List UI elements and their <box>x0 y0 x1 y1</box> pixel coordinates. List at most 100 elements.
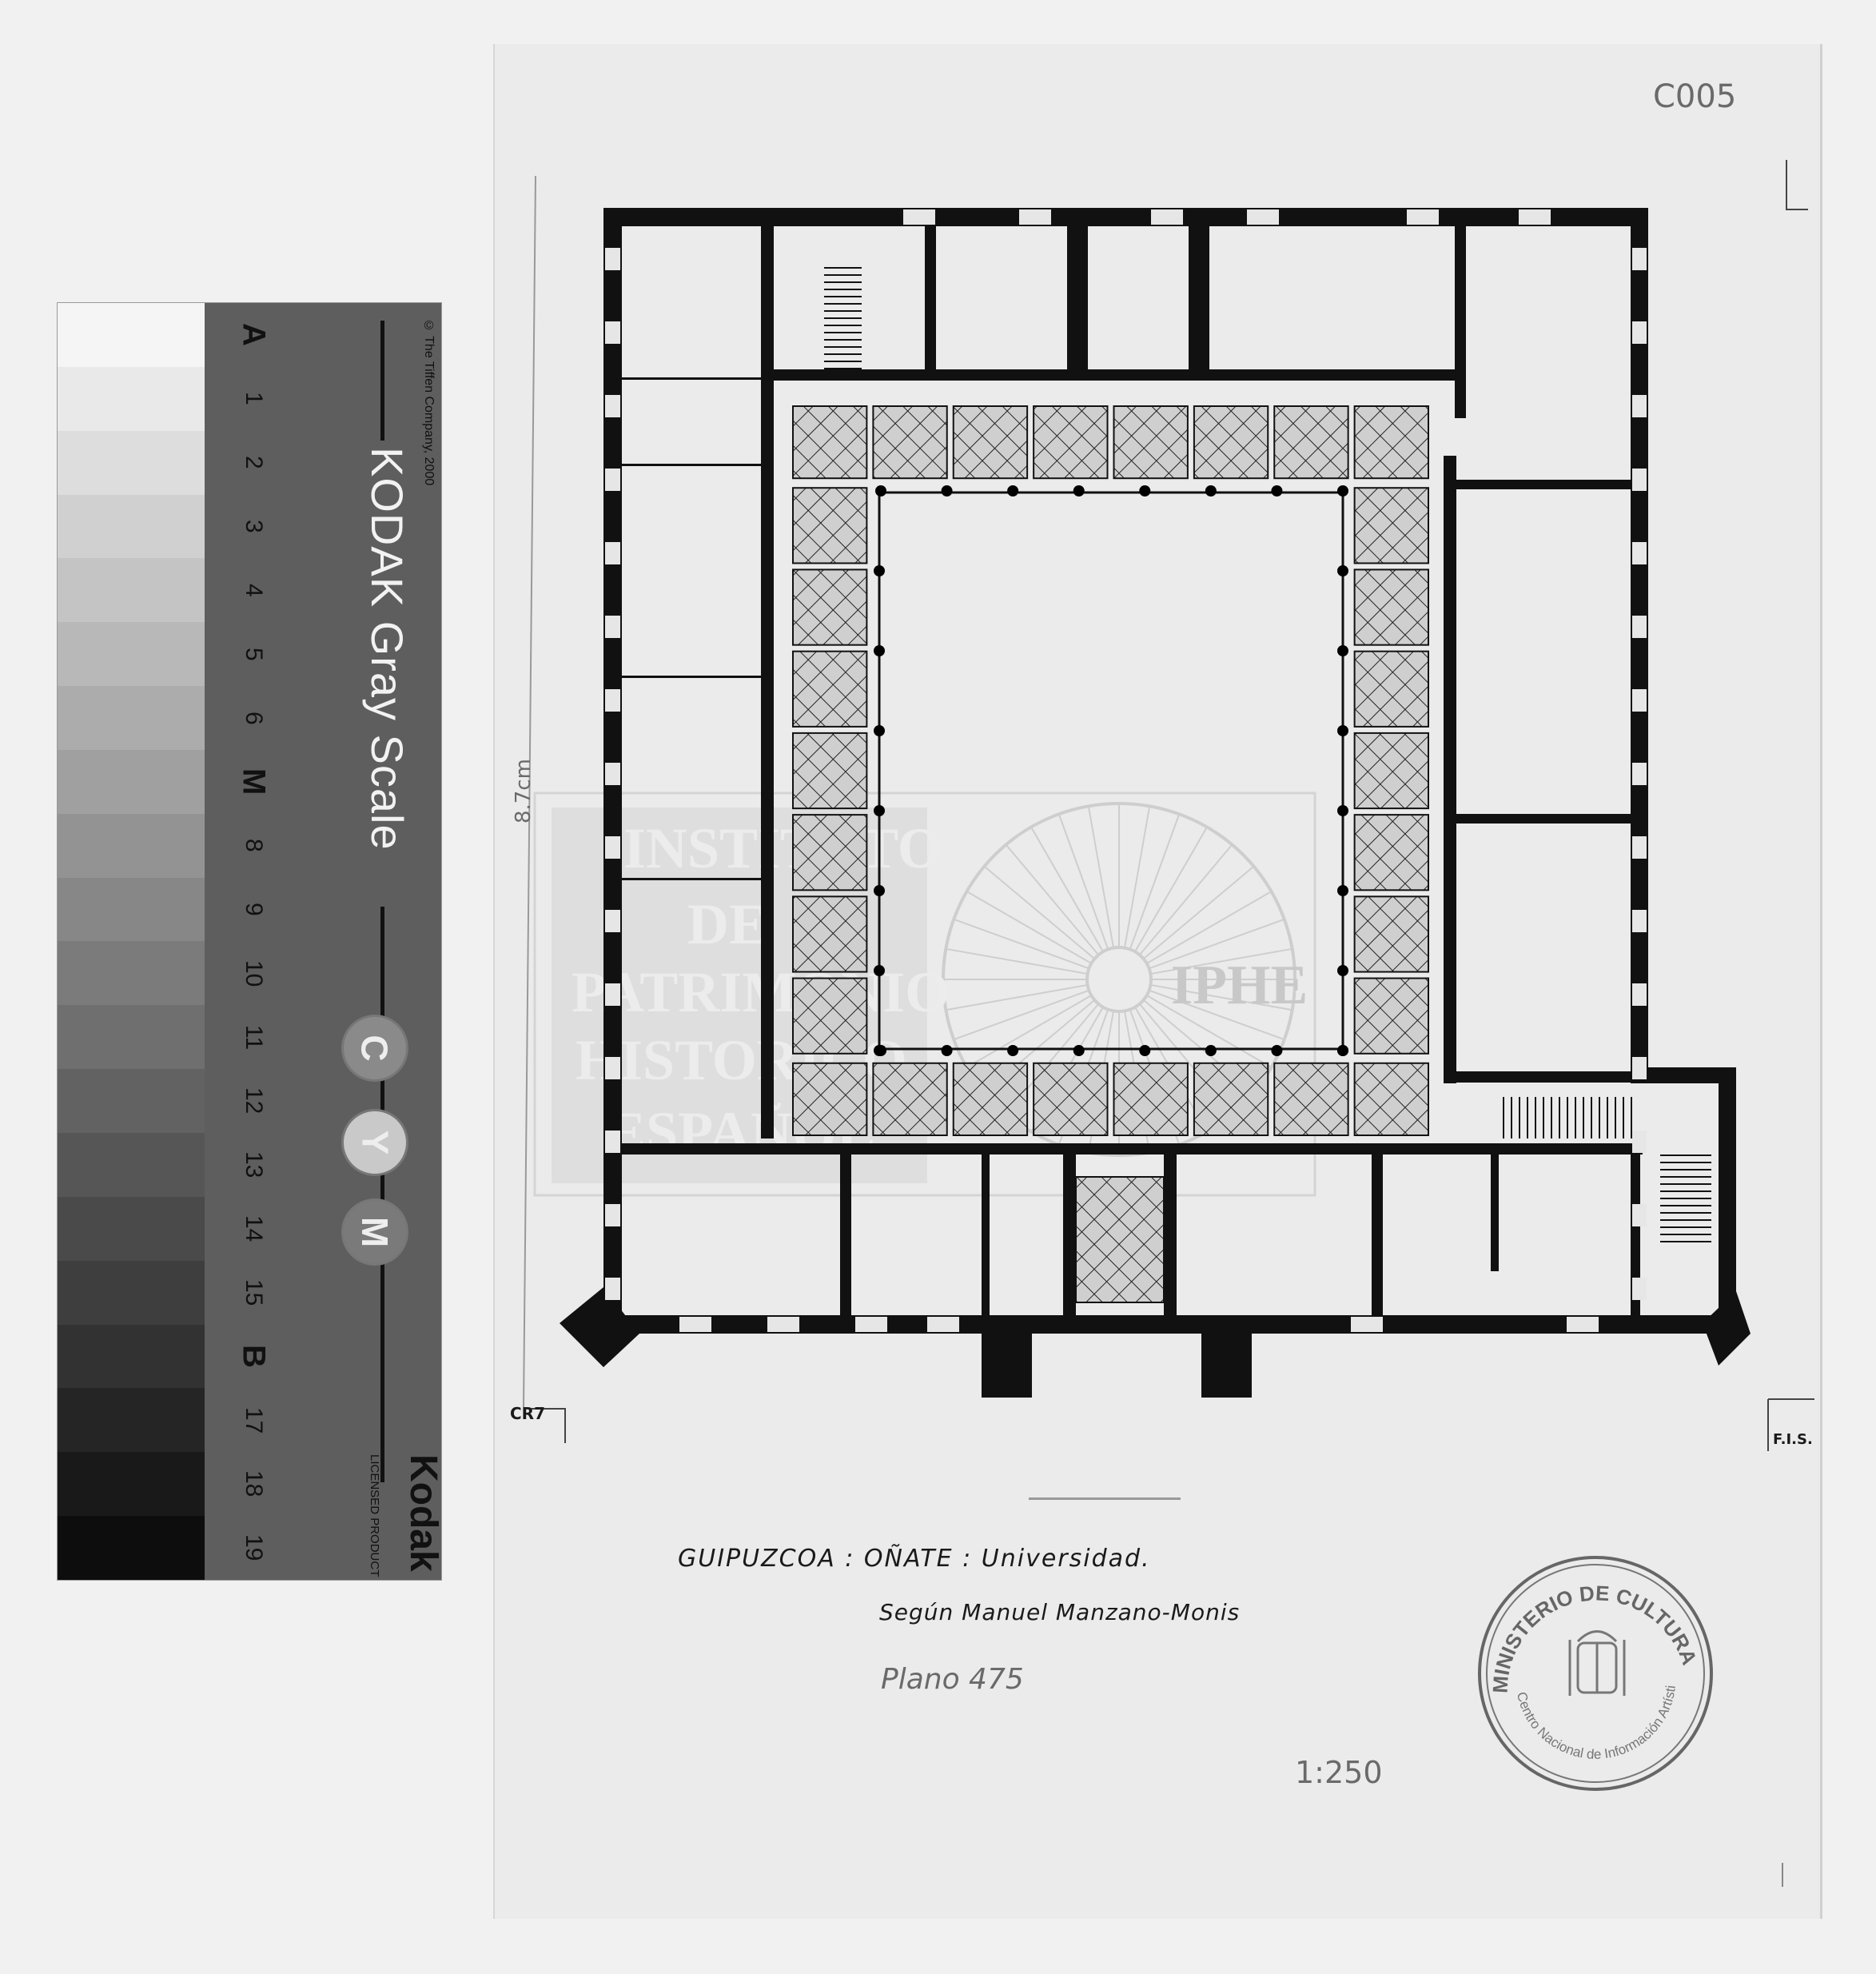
kodak-logo: Kodak <box>402 1454 444 1572</box>
entrance-vestibule <box>1075 1176 1165 1303</box>
wall <box>982 1151 990 1334</box>
divider <box>380 907 384 1482</box>
courtyard <box>878 491 1344 1051</box>
card-title: KODAK Gray Scale <box>362 447 412 851</box>
wall <box>1444 814 1631 823</box>
column <box>1337 885 1348 896</box>
svg-text:DE: DE <box>687 892 767 956</box>
arcade-bay <box>1113 1062 1189 1137</box>
gray-patch <box>58 1260 205 1325</box>
column <box>1337 805 1348 816</box>
gray-patch <box>58 1324 205 1389</box>
column <box>874 885 885 896</box>
gray-patch <box>58 686 205 750</box>
window <box>605 1204 620 1226</box>
gray-step-label: 10 <box>241 959 267 987</box>
gray-patch <box>58 877 205 942</box>
window <box>679 1317 711 1332</box>
column <box>874 645 885 656</box>
gray-patch <box>58 813 205 878</box>
gray-patch <box>58 558 205 623</box>
gray-patch <box>58 1005 205 1070</box>
window <box>605 469 620 491</box>
column <box>1337 645 1348 656</box>
wall <box>622 676 761 678</box>
window <box>605 1057 620 1079</box>
corner-mark-left: CR7 <box>510 1404 545 1423</box>
arcade-bay <box>792 487 868 564</box>
window <box>605 689 620 712</box>
window <box>1632 983 1647 1006</box>
gray-patch <box>58 622 205 687</box>
wall <box>1164 1151 1177 1334</box>
window <box>1632 1204 1647 1226</box>
corner-bastion <box>1703 1291 1751 1366</box>
gray-step-label: 13 <box>241 1151 267 1178</box>
column <box>1271 1045 1283 1056</box>
wall <box>622 464 761 466</box>
gray-patches <box>58 303 205 1580</box>
column <box>875 485 886 496</box>
column <box>874 725 885 736</box>
column <box>1073 485 1085 496</box>
gray-patch <box>58 1388 205 1453</box>
arcade-bay <box>1353 405 1429 480</box>
arcade-bay <box>1353 1062 1429 1137</box>
windows <box>605 209 1647 1332</box>
arcade-bay <box>952 1062 1029 1137</box>
column <box>1271 485 1283 496</box>
column <box>874 965 885 976</box>
wall <box>925 226 936 378</box>
window <box>767 1317 799 1332</box>
wall <box>1455 226 1466 418</box>
window <box>1567 1317 1599 1332</box>
window <box>1151 209 1183 225</box>
arcade-bay <box>1353 487 1429 564</box>
arcade-bay <box>1353 814 1429 891</box>
arcade-bay <box>792 732 868 810</box>
gray-step-label: M <box>236 768 272 796</box>
stairs <box>824 267 1711 1242</box>
wall <box>1063 1151 1076 1334</box>
arcade-bay <box>1353 732 1429 810</box>
window <box>605 1278 620 1300</box>
window <box>1632 910 1647 932</box>
column <box>1007 1045 1019 1056</box>
gray-step-label: 5 <box>241 647 267 661</box>
arcade-bay <box>1353 977 1429 1055</box>
window <box>605 395 620 417</box>
column <box>1337 565 1348 576</box>
window <box>1632 763 1647 785</box>
svg-text:PATRIMONIO: PATRIMONIO <box>572 960 950 1024</box>
arcade-bay <box>1113 405 1189 480</box>
column <box>1205 485 1217 496</box>
arcade-bay <box>792 650 868 728</box>
column <box>941 485 953 496</box>
arcade-bay <box>1193 1062 1269 1137</box>
window <box>1632 469 1647 491</box>
arcade-bay <box>792 568 868 646</box>
gray-patch <box>58 1132 205 1197</box>
svg-text:INSTITUTO: INSTITUTO <box>623 816 942 880</box>
coat-of-arms-icon <box>1568 1630 1626 1696</box>
column <box>874 565 885 576</box>
yellow-marker: Y <box>341 1109 408 1176</box>
column <box>874 805 885 816</box>
gray-patch <box>58 1516 205 1580</box>
cloister-arcade <box>792 405 1429 1303</box>
window <box>1632 248 1647 270</box>
arcade-bay <box>792 814 868 891</box>
gray-patch <box>58 494 205 559</box>
gray-step-label: 14 <box>241 1215 267 1242</box>
arcade-bay <box>1193 405 1269 480</box>
gray-step-label: 18 <box>241 1470 267 1497</box>
gray-step-label: 15 <box>241 1278 267 1306</box>
gray-step-label: A <box>236 323 272 347</box>
arcade-bay <box>1353 895 1429 973</box>
magenta-marker: M <box>341 1198 408 1266</box>
gray-step-label: 9 <box>241 903 267 916</box>
gray-patch <box>58 1069 205 1133</box>
column <box>941 1045 953 1056</box>
arcade-bay <box>1273 1062 1349 1137</box>
